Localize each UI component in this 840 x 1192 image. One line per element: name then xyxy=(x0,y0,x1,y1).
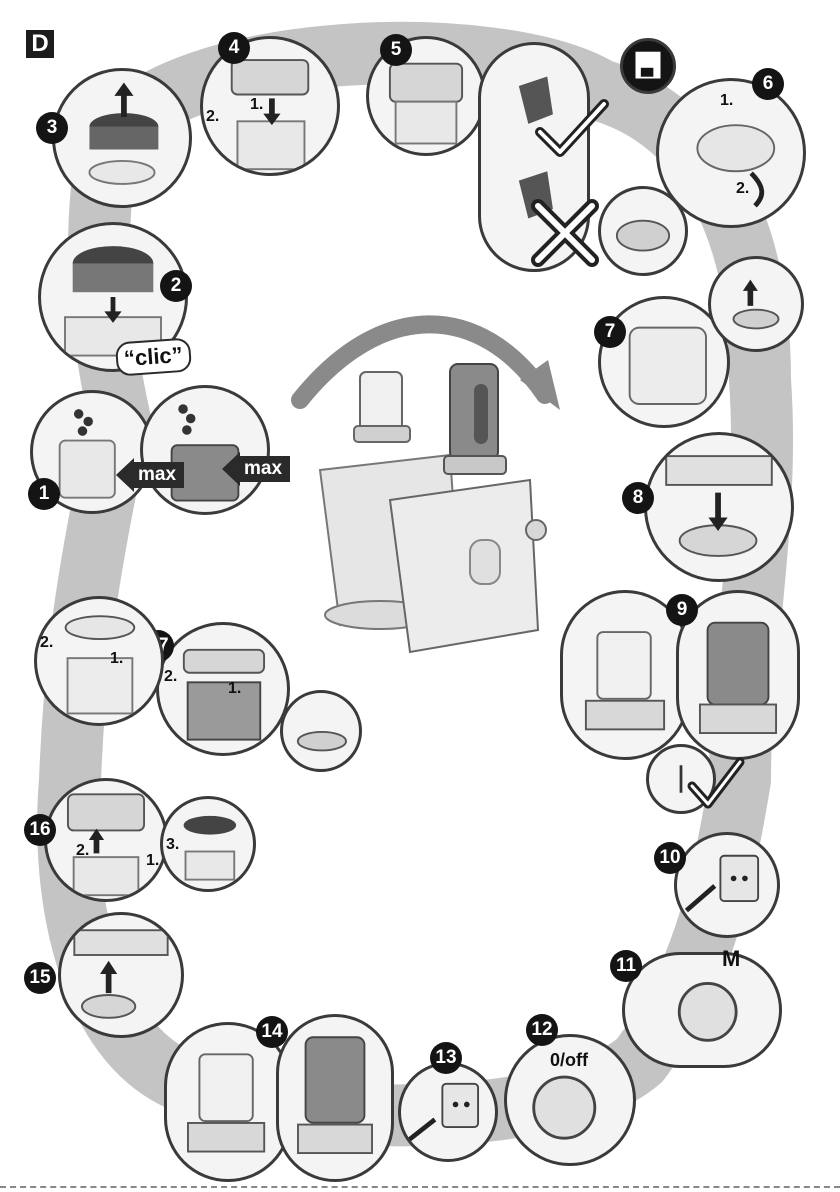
storage-lid-close-illustration xyxy=(37,599,161,723)
small-grinder-jar xyxy=(360,372,402,432)
step-7-badge: 7 xyxy=(594,316,626,348)
motor-unit-right xyxy=(390,480,538,652)
release-button-illustration xyxy=(711,259,801,349)
step-16-order-3: 3. xyxy=(166,836,179,854)
wall-socket-icon xyxy=(720,856,758,901)
step-2-badge: 2 xyxy=(160,270,192,302)
step-7-detail-panel xyxy=(708,256,804,352)
large-grinder-window xyxy=(474,384,488,444)
step-17-order-1: 1. xyxy=(228,680,241,698)
max-fill-label: max xyxy=(134,462,184,488)
step-3-badge: 3 xyxy=(36,112,68,144)
motor-unit-button-illustration xyxy=(601,299,727,425)
click-sound-label: “clic” xyxy=(115,337,192,376)
appliance-illustration xyxy=(300,360,560,660)
knob-setting-m: M xyxy=(722,946,740,972)
step-12-badge: 12 xyxy=(526,1014,558,1046)
checkmark-icon xyxy=(534,98,610,160)
step-6-order-1: 1. xyxy=(720,92,733,110)
step-11-badge: 11 xyxy=(610,950,642,982)
knob-setting-off: 0/off xyxy=(550,1050,588,1071)
lid-removal-illustration xyxy=(55,71,189,205)
step-6-badge: 6 xyxy=(752,68,784,100)
step-8-panel xyxy=(644,432,794,582)
storage-lid-panel xyxy=(34,596,164,726)
step-17-order-2: 2. xyxy=(164,668,177,686)
grinder-disassemble-illustration xyxy=(47,781,165,899)
step-16-order-2: 2. xyxy=(76,842,89,860)
section-label: D xyxy=(26,30,54,58)
step-16-panel xyxy=(44,778,168,902)
step-14-badge: 14 xyxy=(256,1016,288,1048)
small-grinder-unlock-illustration xyxy=(167,1025,289,1179)
step-16-order-1: 1. xyxy=(146,852,159,870)
step-17-panel xyxy=(156,622,290,756)
plug-in-illustration xyxy=(677,835,777,935)
large-grinder-unlock-illustration xyxy=(279,1017,391,1179)
large-lid-close-illustration xyxy=(159,625,287,753)
step-10-panel xyxy=(674,832,780,938)
step-14-panel-large xyxy=(276,1014,394,1182)
grinder-placement-illustration xyxy=(647,435,791,579)
power-plug-icon xyxy=(409,1120,435,1141)
page-bottom-dashed-line xyxy=(0,1186,840,1188)
step-4-order-2: 2. xyxy=(206,108,219,126)
grinder-removal-illustration xyxy=(61,915,181,1035)
lid-tab-illustration xyxy=(283,693,359,769)
max-fill-label: max xyxy=(240,456,290,482)
step-5-badge: 5 xyxy=(380,34,412,66)
blade-rotate-illustration xyxy=(601,189,685,273)
step-16-badge: 16 xyxy=(24,814,56,846)
step-13-badge: 13 xyxy=(430,1042,462,1074)
large-grinder-base xyxy=(444,456,506,474)
step-6-order-2: 2. xyxy=(736,180,749,198)
beans-pouring-large-illustration xyxy=(143,388,267,512)
checkmark-icon xyxy=(686,754,746,812)
step-3-panel xyxy=(52,68,192,208)
step-11-panel xyxy=(622,952,782,1068)
step-15-badge: 15 xyxy=(24,962,56,994)
step-1-panel-b xyxy=(140,385,270,515)
step-10-badge: 10 xyxy=(654,842,686,874)
unplug-illustration xyxy=(401,1065,495,1159)
wall-socket-icon xyxy=(442,1084,478,1127)
storage-lid-order-2: 2. xyxy=(40,634,53,652)
step-13-panel xyxy=(398,1062,498,1162)
storage-lid-order-1: 1. xyxy=(110,650,123,668)
knob-to-m-illustration xyxy=(625,955,779,1065)
step-15-panel xyxy=(58,912,184,1038)
small-grinder-base xyxy=(354,426,410,442)
power-plug-icon xyxy=(686,886,714,911)
step-4-order-1: 1. xyxy=(250,96,263,114)
step-9-badge: 9 xyxy=(666,594,698,626)
speed-knob xyxy=(526,520,546,540)
motor-unit-window xyxy=(470,540,500,584)
step-1-badge: 1 xyxy=(28,478,60,510)
cross-icon xyxy=(530,198,600,268)
step-6-detail-panel xyxy=(598,186,688,276)
step-8-badge: 8 xyxy=(622,482,654,514)
step-4-badge: 4 xyxy=(218,32,250,64)
step-17-detail-panel xyxy=(280,690,362,772)
large-grinder-lock-illustration xyxy=(679,593,797,757)
